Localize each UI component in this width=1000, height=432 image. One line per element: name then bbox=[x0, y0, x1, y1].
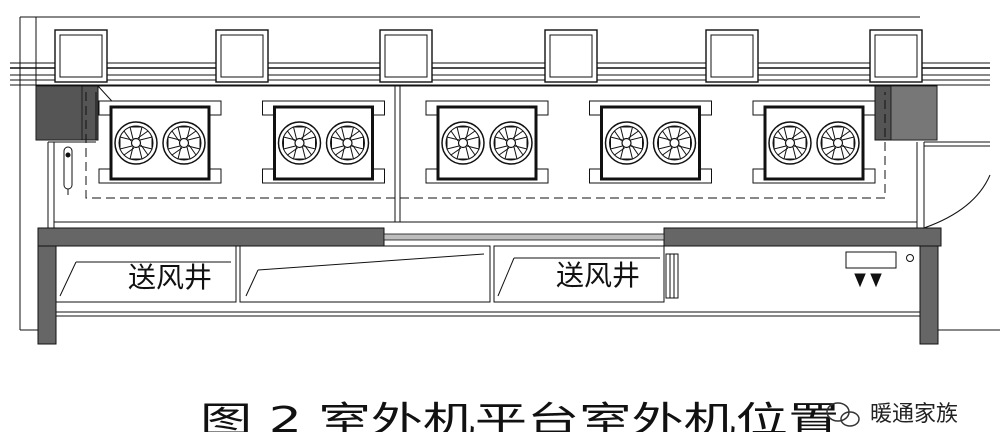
window bbox=[705, 29, 759, 83]
shaft-label-right: 送风井 bbox=[556, 259, 640, 292]
outdoor-units bbox=[98, 100, 876, 184]
shafts bbox=[55, 245, 920, 317]
window bbox=[869, 29, 923, 83]
shaft-label-left: 送风井 bbox=[128, 261, 212, 294]
facade-top bbox=[10, 16, 990, 330]
air-diffuser bbox=[845, 251, 914, 288]
outdoor-unit bbox=[98, 100, 222, 184]
outdoor-unit bbox=[425, 100, 549, 184]
drain-line bbox=[85, 92, 886, 199]
facade-windows bbox=[54, 29, 923, 83]
platform-outline bbox=[47, 85, 991, 229]
window bbox=[215, 29, 269, 83]
window bbox=[379, 29, 433, 83]
figure-caption: 图 2 室外机平台室外机位置 bbox=[200, 400, 840, 432]
wechat-icon bbox=[826, 402, 860, 427]
watermark: 暖通家族 bbox=[826, 402, 958, 427]
watermark-text: 暖通家族 bbox=[870, 402, 958, 427]
wall-device bbox=[63, 146, 73, 195]
outdoor-unit bbox=[589, 100, 712, 184]
outdoor-unit bbox=[752, 100, 876, 184]
window bbox=[544, 29, 598, 83]
lower-wall bbox=[20, 227, 1000, 345]
window bbox=[54, 29, 108, 83]
outdoor-unit bbox=[262, 100, 385, 184]
